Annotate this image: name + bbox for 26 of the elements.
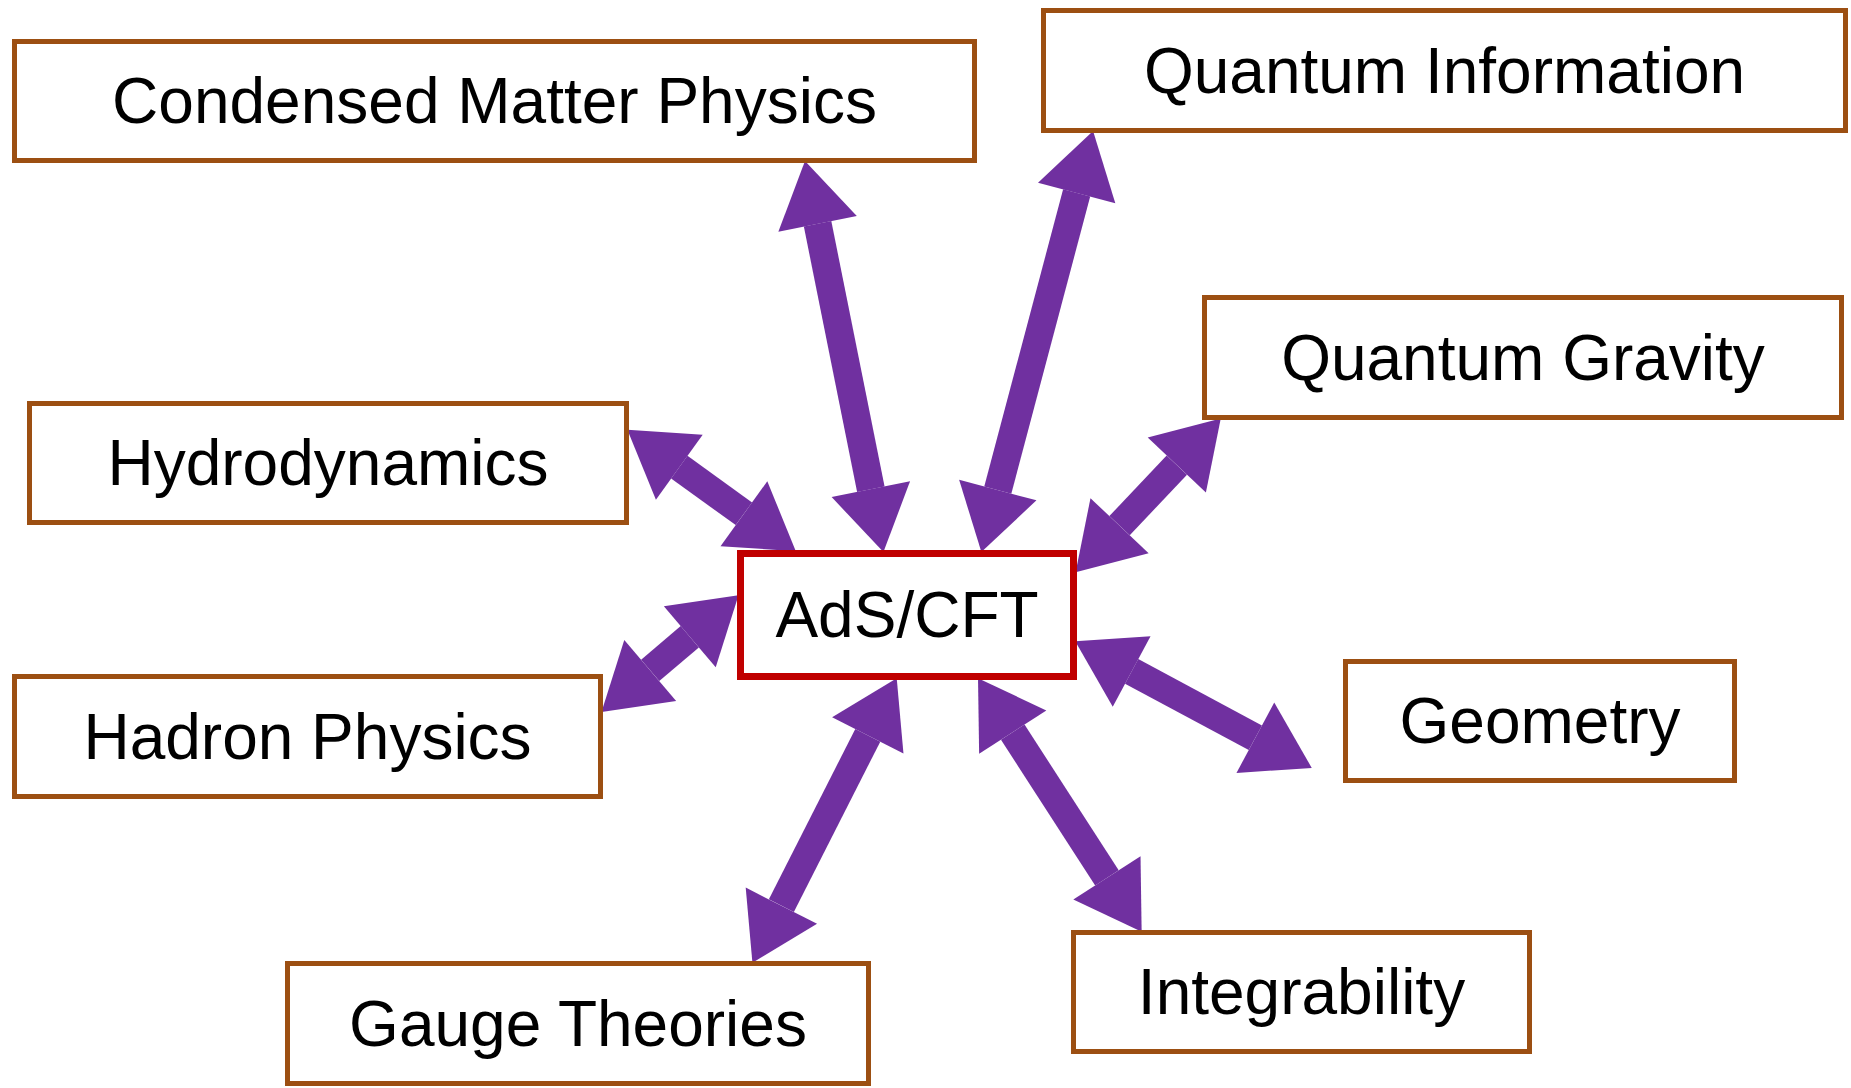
topic-box <box>1071 930 1532 1054</box>
double-arrow <box>1075 636 1312 773</box>
topic-label: Integrability <box>1137 955 1466 1029</box>
topic-label: Condensed Matter Physics <box>112 64 877 138</box>
topic-label: Hydrodynamics <box>107 426 549 500</box>
topic-label: AdS/CFT <box>775 578 1039 652</box>
double-arrow <box>778 161 911 552</box>
topic-box <box>1041 8 1848 133</box>
topic-label: Hadron Physics <box>83 699 532 774</box>
topic-box <box>12 674 603 799</box>
double-arrow <box>627 429 796 552</box>
topic-box <box>285 961 871 1086</box>
topic-label: Geometry <box>1399 684 1681 758</box>
topic-label: Quantum Information <box>1143 33 1746 108</box>
central-topic-box <box>737 550 1077 680</box>
topic-box <box>12 39 977 163</box>
double-arrow <box>978 678 1142 932</box>
topic-label: Quantum Gravity <box>1281 320 1765 395</box>
topic-box <box>27 401 629 525</box>
double-arrow <box>959 131 1116 552</box>
double-arrow <box>601 595 739 712</box>
double-arrow <box>745 678 904 963</box>
topic-label: Gauge Theories <box>349 986 807 1061</box>
topic-box <box>1202 295 1844 420</box>
topic-box <box>1343 659 1737 783</box>
double-arrow <box>1075 418 1221 573</box>
